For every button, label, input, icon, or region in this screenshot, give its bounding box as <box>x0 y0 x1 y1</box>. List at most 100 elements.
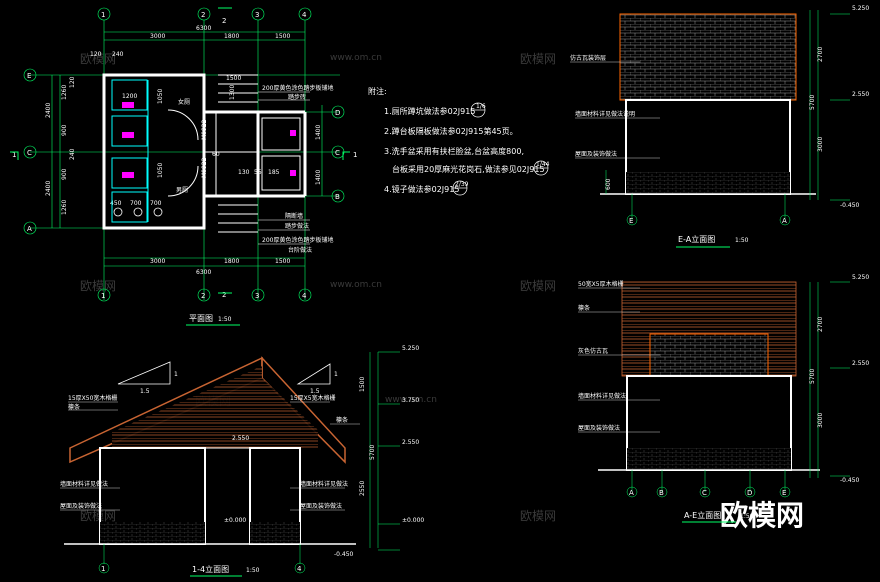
callout-label: 200厚黄色涂色踏步板铺地 <box>262 236 333 244</box>
axis-label: 1 <box>101 565 105 573</box>
level-mark: -0.450 <box>840 202 860 209</box>
watermark-text: 欧模网 <box>520 509 556 523</box>
callout-label: 墙面材料详见做法 <box>60 480 108 488</box>
watermark-text: 欧模网 <box>520 279 556 293</box>
level-mark: 5.250 <box>852 274 869 281</box>
room-label: 女厕 <box>178 98 190 106</box>
callout-label: 踏步砖 <box>288 93 306 101</box>
callout-label: 檩条 <box>336 416 348 424</box>
dim-label: 600 <box>605 178 612 190</box>
slope-label: 1.5 <box>310 388 320 395</box>
axis-label: 4 <box>297 565 302 573</box>
watermark-text: 欧模网 <box>80 279 116 293</box>
dim-label: 5700 <box>809 95 816 110</box>
watermark-url: www.om.cn <box>385 395 437 405</box>
axis-label: A <box>27 225 32 233</box>
axis-label: E <box>27 72 31 80</box>
section-mark: 1 <box>12 151 16 159</box>
dim-label: 2400 <box>45 103 52 118</box>
level-mark: ±0.000 <box>224 517 246 524</box>
axis-label: A <box>782 217 787 225</box>
axis-label: A <box>629 489 634 497</box>
axis-label: 4 <box>302 11 307 19</box>
door-label: M0922 <box>201 119 208 140</box>
dim-label: 240 <box>69 148 76 160</box>
note-item: 3.洗手盆采用有扶栏脸盆,台盆高度800, <box>384 146 524 156</box>
dim-label: 3000 <box>150 33 165 40</box>
dim-label: 1050 <box>157 89 164 104</box>
note-item: 2.蹲台板隔板做法参02J915第45页。 <box>384 126 518 136</box>
callout-label: 檩条 <box>68 403 80 411</box>
dim-label: 1400 <box>315 125 322 140</box>
slope-label: 1 <box>174 371 178 378</box>
room-label: 男厕 <box>176 187 188 194</box>
brand-logo-text: 欧模网 <box>720 499 804 532</box>
plan-scale: 1:50 <box>218 316 232 323</box>
axis-label: 2 <box>201 11 205 19</box>
callout-label: 15厚X50宽木格栅 <box>68 394 117 402</box>
general-notes: 附注: 1.厕所蹲坑做法参02J915 2.蹲台板隔板做法参02J915第45页… <box>368 86 550 196</box>
callout-label: 仿古瓦装饰层 <box>570 54 606 62</box>
section-mark: 2 <box>222 17 226 25</box>
ref-mark: 1/6 <box>476 103 486 110</box>
dim-label: 1300 <box>229 85 236 100</box>
axis-label: 3 <box>255 11 259 19</box>
notes-title: 附注: <box>368 86 387 96</box>
dim-label: 130 <box>238 169 250 176</box>
watermark-text: 欧模网 <box>80 52 116 66</box>
elevation-title: E-A立面图 <box>678 234 715 244</box>
dim-label: 1500 <box>275 258 290 265</box>
level-mark: 2.550 <box>852 360 869 367</box>
door-label: M0922 <box>201 157 208 178</box>
slope-label: 1.5 <box>140 388 150 395</box>
axis-label: 2 <box>201 292 205 300</box>
dim-label: 1400 <box>315 170 322 185</box>
note-item: 台板采用20厚麻光花岗石,做法参见02J915 <box>392 164 545 174</box>
elevation-1-4: 1.5 1 1.5 1 1 4 5.250 3.750 2.550 ±0.000… <box>60 345 424 577</box>
level-mark: -0.450 <box>840 477 860 484</box>
callout-label: 墙面材料详见做法 <box>300 480 348 488</box>
level-mark: 2.550 <box>232 435 249 442</box>
callout-label: 灰色仿古瓦 <box>578 347 608 355</box>
dim-label: 450 <box>110 200 122 207</box>
watermark-text: 欧模网 <box>80 509 116 523</box>
slope-label: 1 <box>334 371 338 378</box>
dim-label: 900 <box>61 168 68 180</box>
dim-label: 1500 <box>275 33 290 40</box>
axis-label: E <box>629 217 633 225</box>
callout-label: 台阶做法 <box>288 246 312 254</box>
elevation-scale: 1:50 <box>740 513 754 520</box>
watermark-text: 欧模网 <box>520 52 556 66</box>
watermark-url: www.om.cn <box>330 280 382 290</box>
callout-label: 墙面材料详见做法 <box>578 392 626 400</box>
dim-label: 1050 <box>157 163 164 178</box>
level-mark: 2.550 <box>852 91 869 98</box>
dim-label: 120 <box>90 51 102 58</box>
axis-label: 3 <box>255 292 259 300</box>
axis-label: 1 <box>101 292 105 300</box>
dim-label: 1800 <box>224 258 239 265</box>
level-mark: 3.750 <box>402 397 419 404</box>
callout-label: 隔断墙 <box>285 212 303 220</box>
axis-label: 4 <box>302 292 307 300</box>
dim-label: 5700 <box>809 369 816 384</box>
dim-label: 240 <box>112 51 124 58</box>
callout-label: 屋面及装饰做法 <box>575 150 617 158</box>
elevation-title: A-E立面图 <box>684 510 721 520</box>
elevation-a-e: A B C D E 5.250 2.550 -0.450 2700 5700 3… <box>578 274 869 523</box>
note-item: 1.厕所蹲坑做法参02J915 <box>384 106 475 116</box>
dim-label: 700 <box>150 200 162 207</box>
dim-label: 2400 <box>45 181 52 196</box>
dim-label: 1800 <box>224 33 239 40</box>
axis-label: 1 <box>101 11 105 19</box>
axis-label: D <box>747 489 752 497</box>
axis-label: C <box>702 489 707 497</box>
dim-label: 3000 <box>150 258 165 265</box>
plan-title: 平面图 <box>189 314 213 323</box>
axis-label: E <box>782 489 786 497</box>
dim-label: 900 <box>61 124 68 136</box>
dim-label: 1260 <box>61 200 68 215</box>
dim-label: 1260 <box>61 85 68 100</box>
note-item: 4.镜子做法参02J915 <box>384 184 459 194</box>
